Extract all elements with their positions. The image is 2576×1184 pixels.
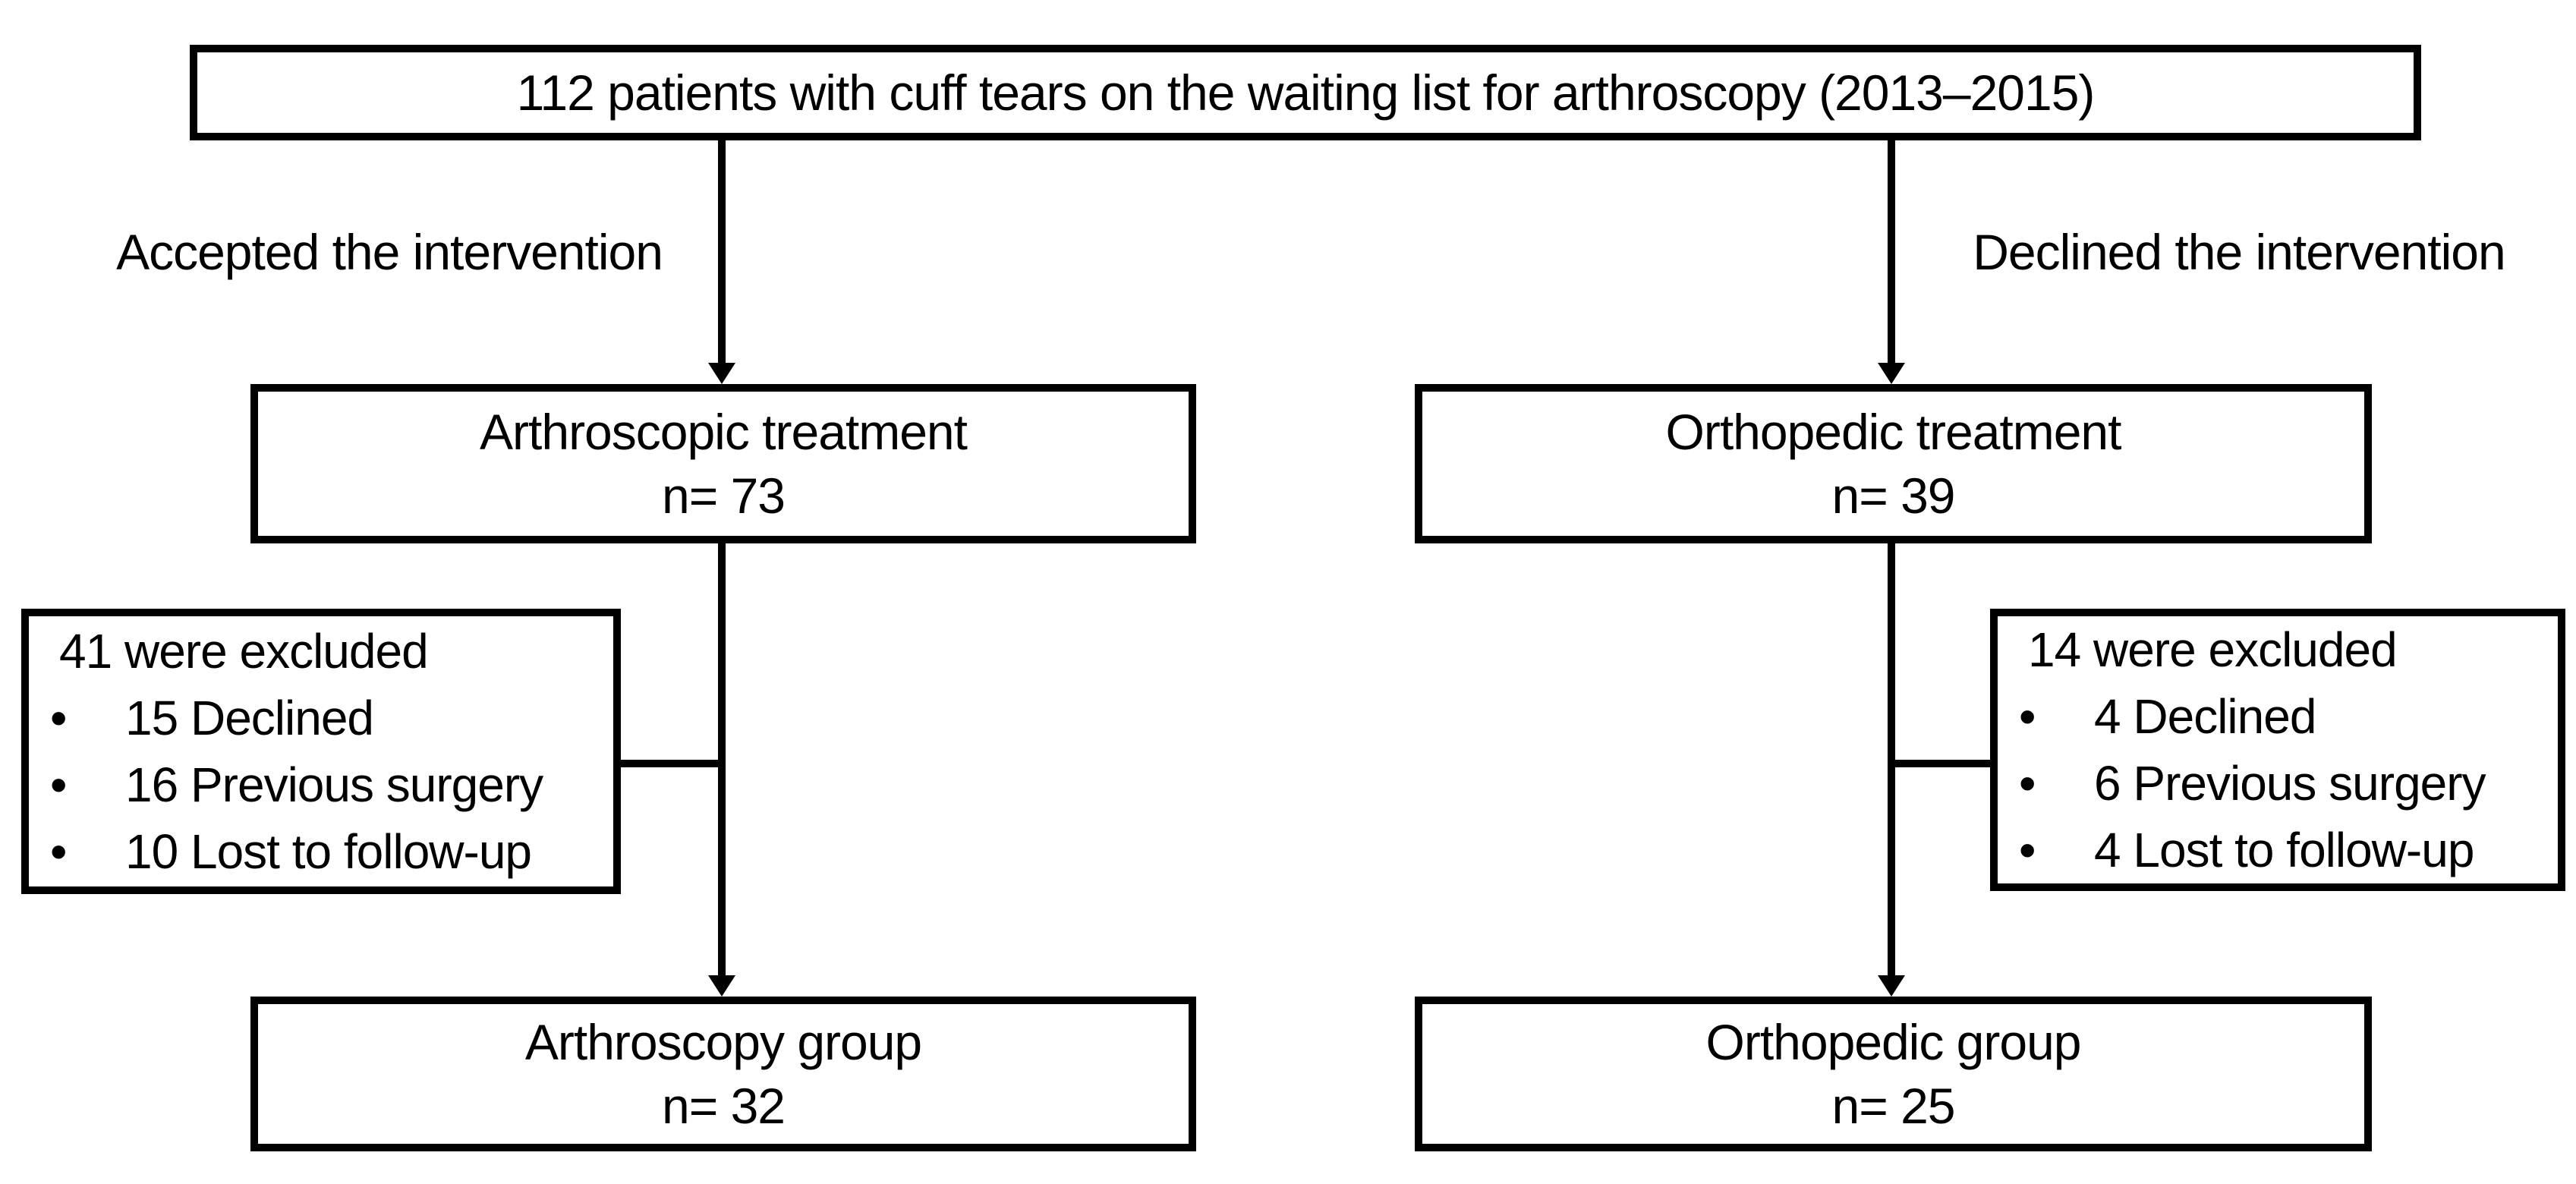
arrowhead-right-upper-icon [1878,363,1905,384]
exclusion-right-item: • 6 Previous surgery [1998,750,2558,817]
orthopedic-group-name: Orthopedic group [1705,1014,2082,1070]
orthopedic-group-box: Orthopedic group n= 25 [1415,997,2372,1151]
exclusion-right-item-text: 4 Declined [2094,689,2316,744]
arthroscopic-treatment-n: n= 73 [662,468,786,524]
bullet-icon: • [2019,756,2036,811]
exclusion-left-item-text: 15 Declined [125,691,374,745]
exclusion-left-item: • 15 Declined [29,685,613,751]
bullet-icon: • [2019,823,2036,877]
connector-right-lower [1888,542,1895,975]
arthroscopy-group-n: n= 32 [662,1078,786,1134]
connector-left-lower [718,542,726,975]
exclusion-left-item: • 10 Lost to follow-up [29,818,613,885]
arthroscopy-group-box: Arthroscopy group n= 32 [250,997,1196,1151]
enrollment-box-text: 112 patients with cuff tears on the wait… [516,65,2096,121]
arthroscopic-treatment-name: Arthroscopic treatment [480,404,968,460]
arrowhead-left-lower-icon [708,975,735,997]
arthroscopy-group-name: Arthroscopy group [524,1014,922,1070]
connector-right-upper [1888,137,1895,363]
arrowhead-right-lower-icon [1878,975,1905,997]
exclusion-left-item: • 16 Previous surgery [29,751,613,818]
exclusion-right-title: 14 were excluded [2028,622,2398,677]
bullet-icon: • [50,757,67,812]
bullet-icon: • [50,691,67,745]
arthroscopic-treatment-box: Arthroscopic treatment n= 73 [250,384,1196,543]
branch-label-accepted: Accepted the intervention [116,224,663,280]
connector-right-exclusion [1890,760,1996,767]
exclusion-right-item-text: 6 Previous surgery [2094,756,2486,811]
enrollment-box: 112 patients with cuff tears on the wait… [190,45,2421,140]
orthopedic-group-n: n= 25 [1831,1078,1956,1134]
arrowhead-left-upper-icon [708,363,735,384]
exclusion-left-title: 41 were excluded [59,624,429,679]
bullet-icon: • [50,824,67,879]
exclusion-right-item-text: 4 Lost to follow-up [2094,823,2474,877]
connector-left-upper [718,137,726,363]
orthopedic-treatment-box: Orthopedic treatment n= 39 [1415,384,2372,543]
exclusion-right-item: • 4 Lost to follow-up [1998,817,2558,883]
branch-label-declined: Declined the intervention [1973,224,2505,280]
orthopedic-treatment-n: n= 39 [1831,468,1956,524]
exclusion-box-right: 14 were excluded • 4 Declined • 6 Previous… [1990,609,2565,891]
connector-left-exclusion [616,760,723,767]
exclusion-left-item-text: 16 Previous surgery [125,757,543,812]
bullet-icon: • [2019,689,2036,744]
orthopedic-treatment-name: Orthopedic treatment [1665,404,2122,460]
exclusion-left-item-text: 10 Lost to follow-up [125,824,532,879]
exclusion-box-left: 41 were excluded • 15 Declined • 16 Previo… [21,609,621,894]
exclusion-right-item: • 4 Declined [1998,683,2558,750]
